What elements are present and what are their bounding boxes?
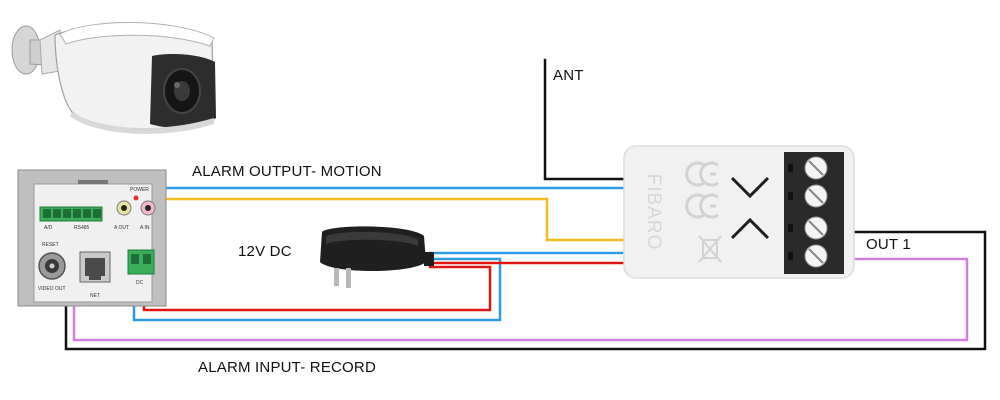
port-label-reset: RESET bbox=[42, 242, 59, 248]
camera-rear-panel: A/D RS485 A OUT A IN POWER RESET VIDEO O… bbox=[17, 169, 167, 307]
red-power-wire-2 bbox=[142, 265, 492, 312]
antenna-label: ANT bbox=[553, 67, 584, 84]
power-12v-dc-label: 12V DC bbox=[238, 243, 292, 260]
weee-bin-icon bbox=[698, 235, 722, 263]
bullet-camera-image bbox=[11, 21, 216, 134]
port-label-ad: A/D bbox=[44, 225, 53, 231]
output-1-label: OUT 1 bbox=[866, 236, 911, 253]
module-brand-label: FIBARO bbox=[643, 174, 664, 251]
port-label-dc: DC bbox=[136, 280, 144, 286]
fibaro-relay-module: FIBARO bbox=[623, 145, 855, 279]
port-label-aout: A OUT bbox=[114, 225, 129, 231]
port-label-power: POWER bbox=[130, 187, 149, 193]
port-label-net: NET bbox=[90, 293, 100, 299]
terminal-guide-marks bbox=[730, 176, 770, 240]
antenna-wire bbox=[543, 58, 632, 181]
port-label-ain: A IN bbox=[140, 225, 150, 231]
port-label-video-out: VIDEO OUT bbox=[38, 286, 66, 292]
screw-terminals bbox=[788, 156, 828, 268]
alarm-output-motion-label: ALARM OUTPUT- MOTION bbox=[192, 163, 382, 180]
port-label-rs485: RS485 bbox=[74, 225, 90, 231]
alarm-input-record-label: ALARM INPUT- RECORD bbox=[198, 359, 376, 376]
power-adapter-image bbox=[320, 226, 434, 288]
ce-mark-icon bbox=[685, 161, 719, 219]
